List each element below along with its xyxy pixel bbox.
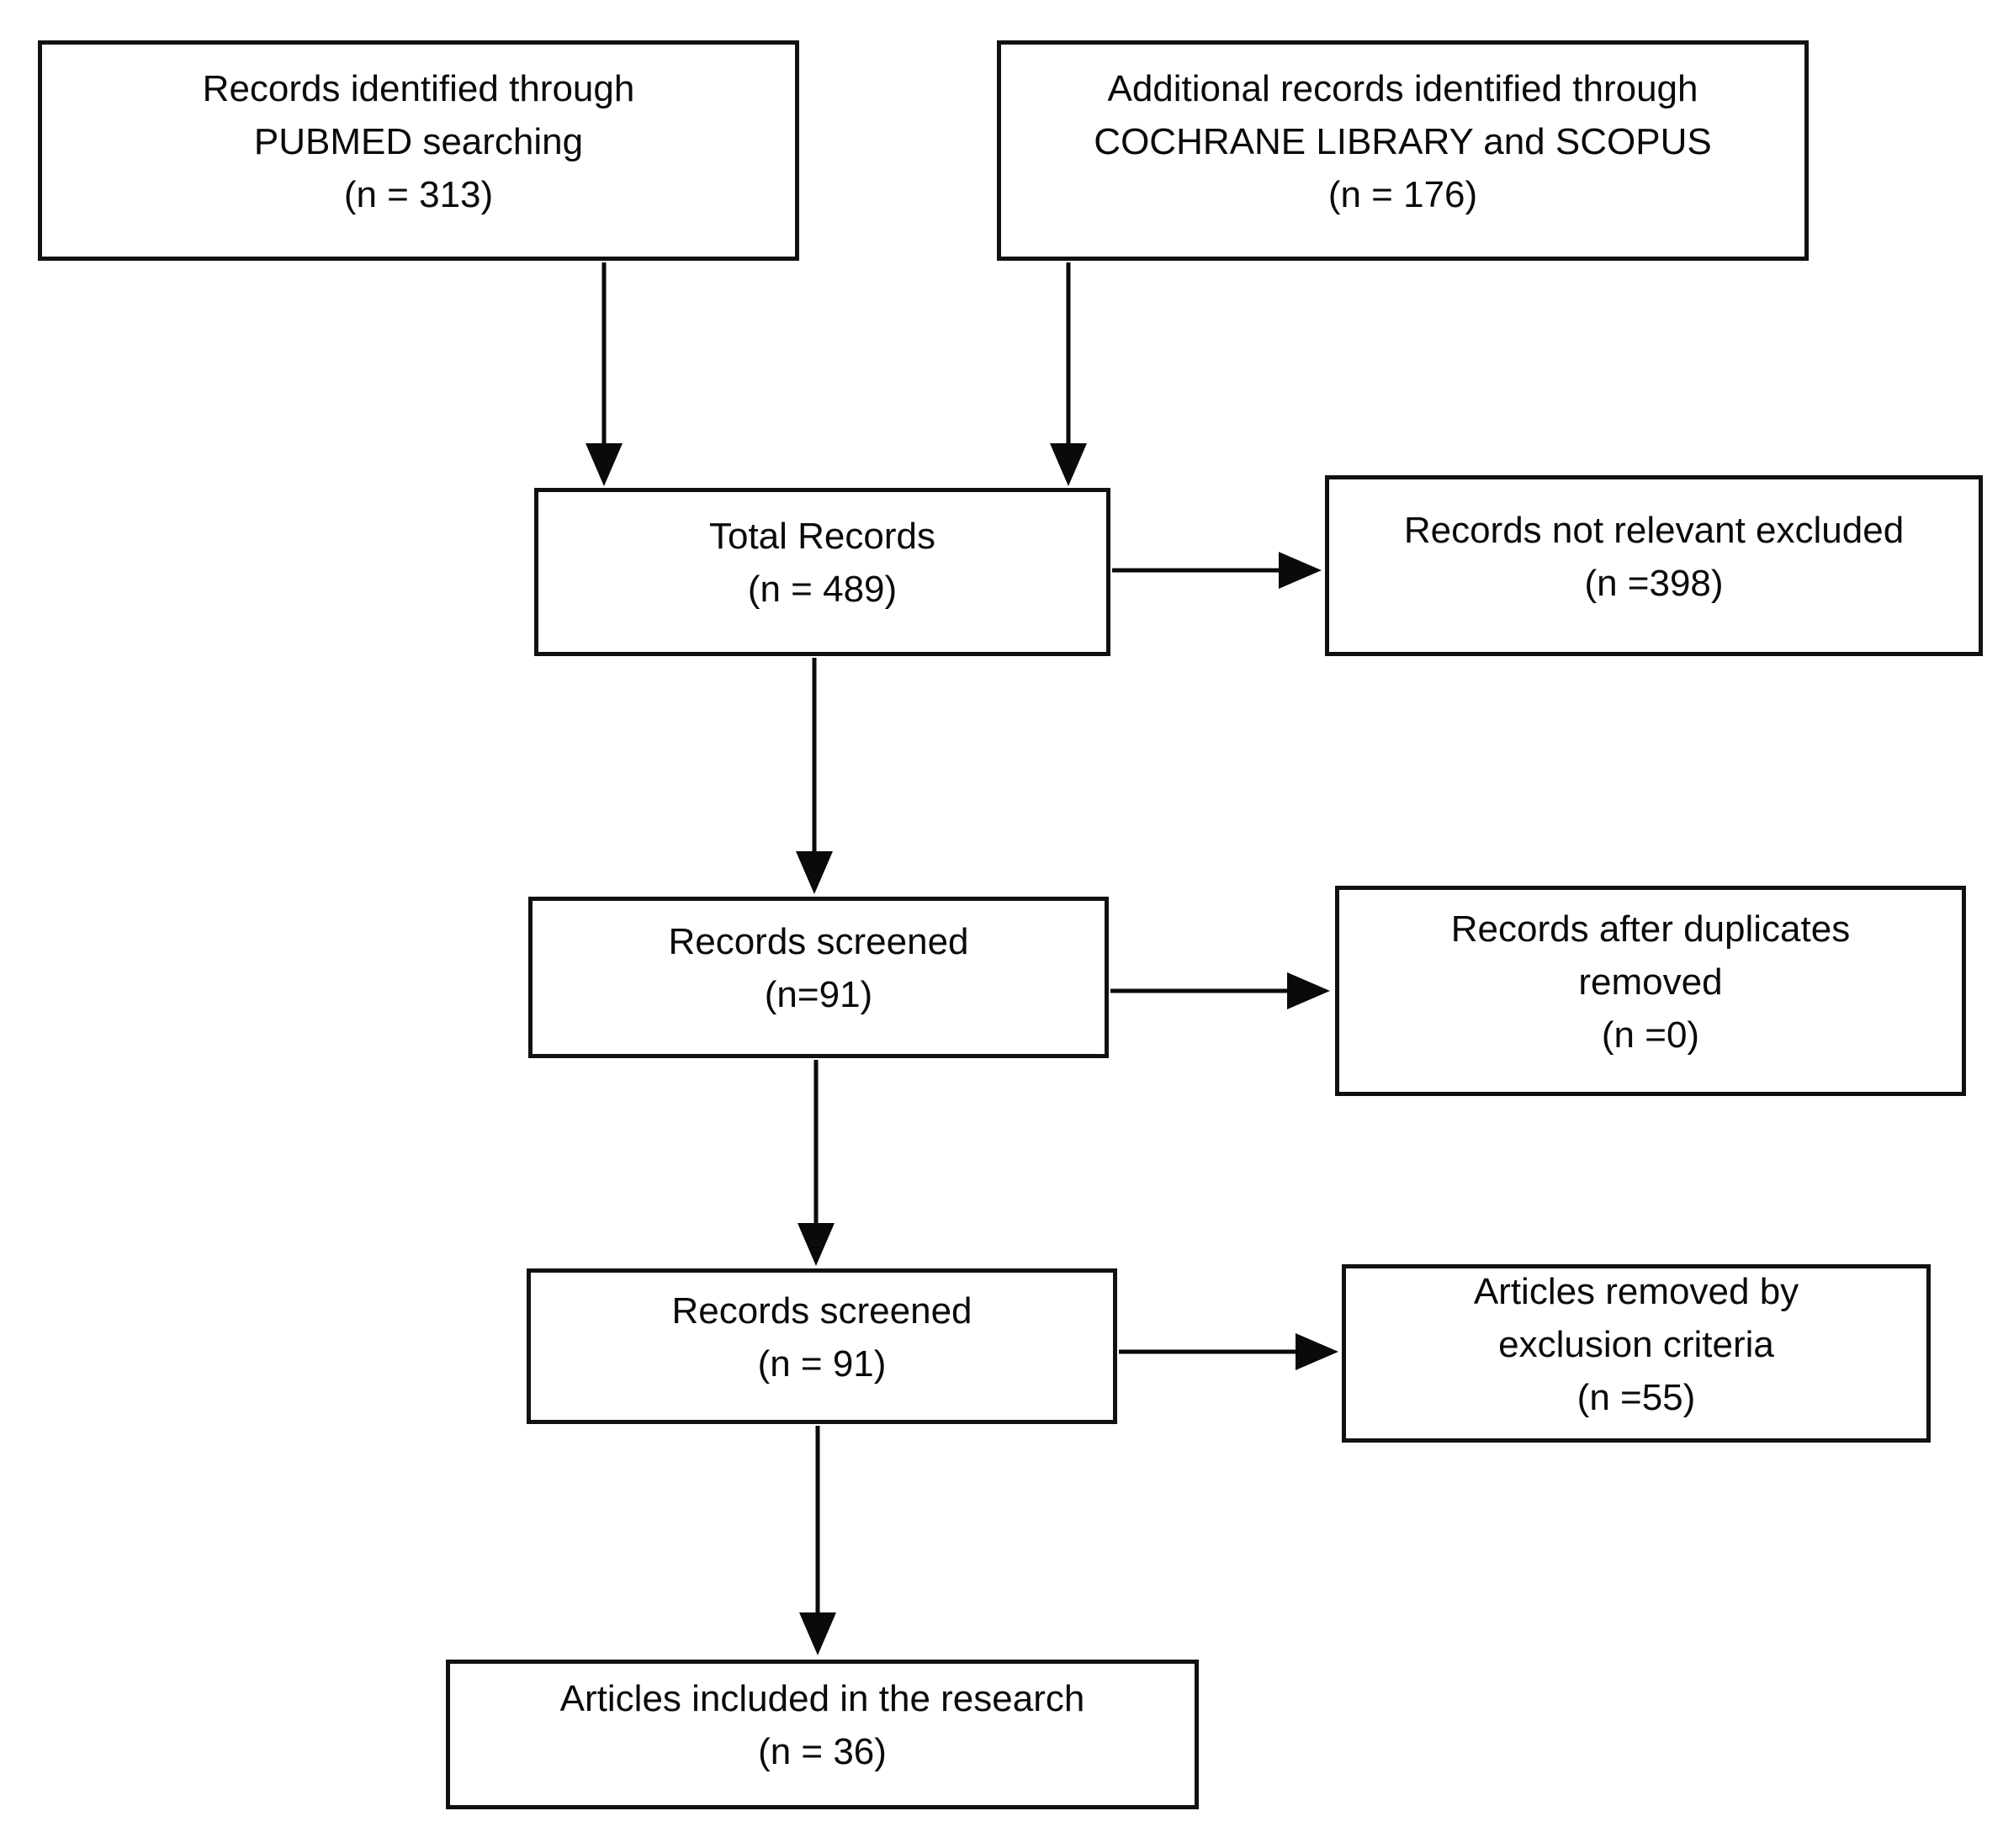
arrow-screened-to-screened2 — [797, 1060, 835, 1266]
arrow-cochrane-to-total — [1050, 262, 1087, 486]
box-text-line: Records identified through — [202, 67, 635, 109]
box-records-pubmed: Records identified through PUBMED search… — [38, 40, 799, 261]
box-exclusion-criteria: Articles removed by exclusion criteria (… — [1342, 1264, 1931, 1443]
box-text-line: Additional records identified through — [1107, 67, 1698, 109]
box-not-relevant-excluded: Records not relevant excluded (n =398) — [1325, 475, 1983, 656]
box-text-line: Records screened — [668, 921, 969, 962]
box-text-line: Articles removed by — [1473, 1270, 1799, 1312]
arrow-total-to-not-relevant — [1112, 552, 1322, 589]
box-records-screened-first: Records screened (n=91) — [528, 897, 1109, 1058]
box-text-line: Total Records — [708, 516, 935, 557]
box-text-line: (n = 176) — [1327, 173, 1478, 215]
box-additional-records: Additional records identified through CO… — [997, 40, 1809, 261]
box-text-line: Records after duplicates — [1450, 908, 1851, 950]
box-text-line: PUBMED searching — [253, 120, 584, 162]
box-records-screened-second: Records screened (n = 91) — [527, 1268, 1117, 1424]
box-text-line: (n =398) — [1584, 562, 1724, 604]
box-text-line: Records screened — [671, 1289, 972, 1332]
box-articles-included: Articles included in the research (n = 3… — [446, 1660, 1199, 1809]
arrow-screened2-to-included — [799, 1426, 836, 1655]
box-text-line: (n =0) — [1601, 1014, 1700, 1056]
box-text-line: (n =55) — [1576, 1376, 1696, 1418]
arrow-total-to-screened — [796, 658, 833, 894]
box-text-line: (n = 489) — [747, 569, 898, 610]
box-text-line: removed — [1578, 961, 1723, 1003]
box-duplicates-removed: Records after duplicates removed (n =0) — [1335, 886, 1966, 1096]
box-text-line: exclusion criteria — [1498, 1323, 1774, 1365]
box-text-line: (n = 36) — [758, 1731, 887, 1772]
box-text-line: (n = 91) — [757, 1342, 887, 1385]
arrow-pubmed-to-total — [586, 262, 623, 486]
box-text-line: Records not relevant excluded — [1403, 509, 1905, 551]
box-text-line: (n=91) — [764, 974, 873, 1015]
arrow-screened2-to-exclusion — [1119, 1333, 1338, 1370]
arrow-screened-to-duplicates — [1110, 972, 1330, 1009]
box-text-line: Articles included in the research — [559, 1678, 1085, 1719]
box-total-records: Total Records (n = 489) — [534, 488, 1110, 656]
box-text-line: COCHRANE LIBRARY and SCOPUS — [1094, 120, 1712, 162]
box-text-line: (n = 313) — [343, 173, 494, 215]
